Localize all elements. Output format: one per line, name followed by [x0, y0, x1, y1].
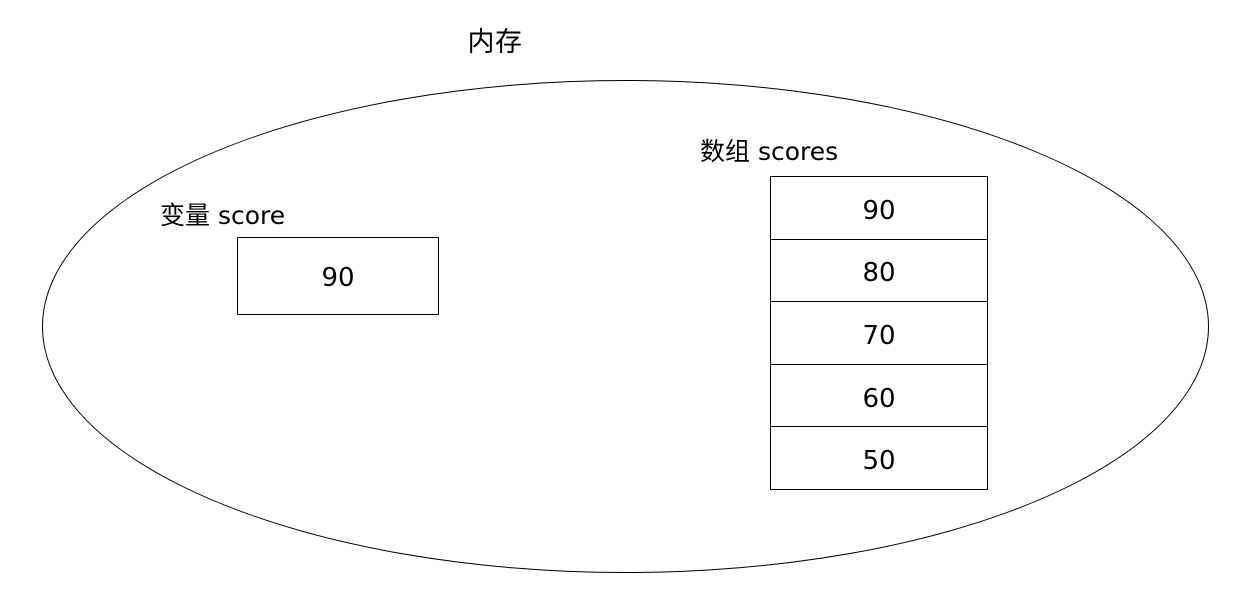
variable-label: 变量 score	[160, 201, 286, 230]
array-cell-value: 50	[862, 446, 896, 477]
array-cell: 50	[771, 427, 987, 489]
array-cell: 70	[771, 302, 987, 365]
array-cell-value: 60	[862, 383, 896, 414]
array-cell-value: 80	[862, 258, 896, 289]
array-cell: 90	[771, 177, 987, 240]
array-table: 90 80 70 60 50	[770, 176, 988, 490]
page-title: 内存	[467, 27, 523, 58]
array-label: 数组 scores	[700, 137, 839, 166]
array-cell: 80	[771, 240, 987, 303]
variable-value: 90	[321, 263, 355, 293]
memory-ellipse	[42, 80, 1209, 573]
variable-box: 90	[237, 237, 439, 315]
array-cell-value: 70	[862, 320, 896, 351]
array-cell-value: 90	[862, 195, 896, 226]
array-cell: 60	[771, 365, 987, 428]
